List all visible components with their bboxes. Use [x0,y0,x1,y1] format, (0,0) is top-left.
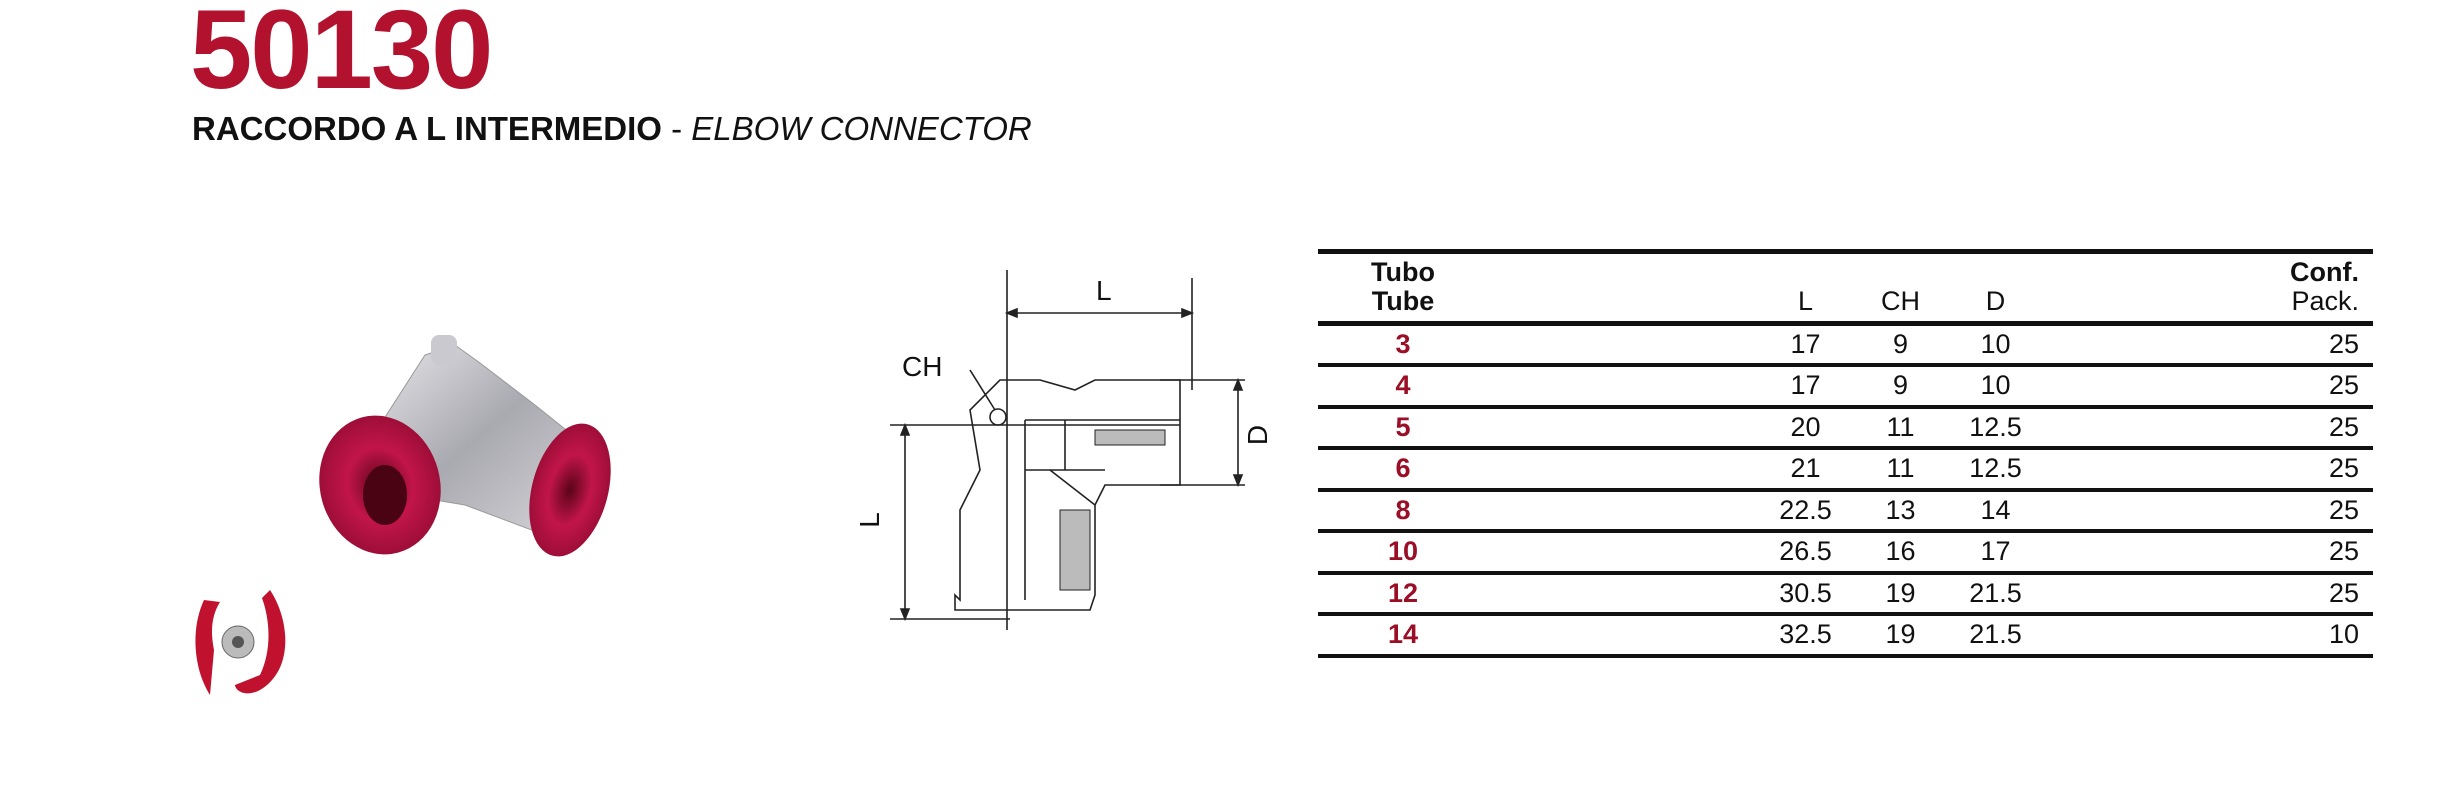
cell-ch: 13 [1885,494,1916,525]
title-english: ELBOW CONNECTOR [691,110,1032,147]
table-row: 14 32.5 19 21.5 10 [1318,614,2373,656]
cell-l: 21 [1790,453,1821,484]
cell-pack: 25 [2328,329,2359,359]
spacer-cell [1488,448,1758,490]
cell-pack: 25 [2328,411,2359,442]
title-italian: RACCORDO A L INTERMEDIO [192,110,662,147]
spacer-cell [2043,490,2239,532]
cell-ch: 9 [1892,329,1909,359]
technical-drawing [890,270,1245,630]
table-row: 4 17 9 10 25 [1318,365,2373,407]
cell-tube: 6 [1395,453,1411,484]
cell-l: 26.5 [1779,536,1832,567]
spacer-cell [1488,407,1758,449]
spacer-cell [2043,365,2239,407]
table-row: 3 17 9 10 25 [1318,324,2373,366]
cell-ch: 11 [1886,453,1915,484]
cell-d: 17 [1980,536,2011,567]
cell-ch: 16 [1885,536,1916,567]
cell-pack: 25 [2328,536,2359,567]
cell-pack: 25 [2328,370,2359,401]
cell-l: 20 [1790,411,1821,442]
cell-l: 17 [1790,329,1821,359]
dim-label-l-top: L [1096,275,1112,306]
cell-d: 10 [1980,329,2011,359]
cell-d: 21.5 [1969,577,2022,608]
spacer-cell [2043,448,2239,490]
table-row: 10 26.5 16 17 25 [1318,531,2373,573]
dim-label-ch: CH [902,351,943,382]
cell-d: 14 [1980,494,2011,525]
spacer-cell [2043,531,2239,573]
cell-pack: 25 [2328,577,2359,608]
table-row: 5 20 11 12.5 25 [1318,407,2373,449]
brand-logo [195,590,286,695]
cell-tube: 14 [1387,619,1419,650]
cell-pack: 25 [2328,494,2359,525]
cell-ch: 19 [1885,577,1916,608]
spacer-cell [1488,490,1758,532]
table-header-row: Tubo Tube L CH D Conf. Pack. [1318,251,2373,324]
cell-pack: 10 [2328,619,2359,650]
dimensions-table: Tubo Tube L CH D Conf. Pack. 3 17 9 10 25 4 17… [1318,249,2373,658]
spacer-cell [1488,365,1758,407]
cell-tube: 12 [1387,577,1419,608]
product-photo [319,335,611,557]
spacer-cell [2043,614,2239,656]
cell-tube: 10 [1387,536,1419,567]
spacer-cell [2043,573,2239,615]
spacer-cell [1488,573,1758,615]
cell-tube: 5 [1395,411,1411,442]
dim-label-d: D [1242,424,1274,446]
title-separator: - [661,110,692,147]
cell-ch: 19 [1885,619,1916,650]
cell-l: 17 [1790,370,1821,401]
cell-d: 21.5 [1969,619,2022,650]
spacer-cell [1488,531,1758,573]
spacer-cell [2043,407,2239,449]
cell-l: 30.5 [1779,577,1832,608]
product-code: 50130 [190,0,493,112]
product-title: RACCORDO A L INTERMEDIO - ELBOW CONNECTO… [192,110,1032,148]
table-row: 8 22.5 13 14 25 [1318,490,2373,532]
header-d: D [1985,286,2006,316]
cell-tube: 3 [1395,329,1411,359]
cell-tube: 4 [1395,370,1411,401]
spacer-cell [2043,324,2239,366]
cell-pack: 25 [2328,453,2359,484]
cell-l: 22.5 [1779,494,1832,525]
spacer-cell [1488,614,1758,656]
table-row: 6 21 11 12.5 25 [1318,448,2373,490]
cell-l: 32.5 [1779,619,1832,650]
cell-ch: 9 [1892,370,1909,401]
header-ch: CH [1881,286,1920,316]
spacer-cell [1488,324,1758,366]
cell-ch: 11 [1886,411,1915,442]
dim-label-l-side: L [853,512,885,528]
cell-d: 10 [1980,370,2011,401]
cell-tube: 8 [1395,494,1411,525]
header-tube: Tubo Tube [1371,256,1435,317]
header-l: L [1797,286,1814,316]
cell-d: 12.5 [1969,411,2022,442]
header-pack: Conf. Pack. [2290,256,2359,317]
table-row: 12 30.5 19 21.5 25 [1318,573,2373,615]
cell-d: 12.5 [1969,453,2022,484]
